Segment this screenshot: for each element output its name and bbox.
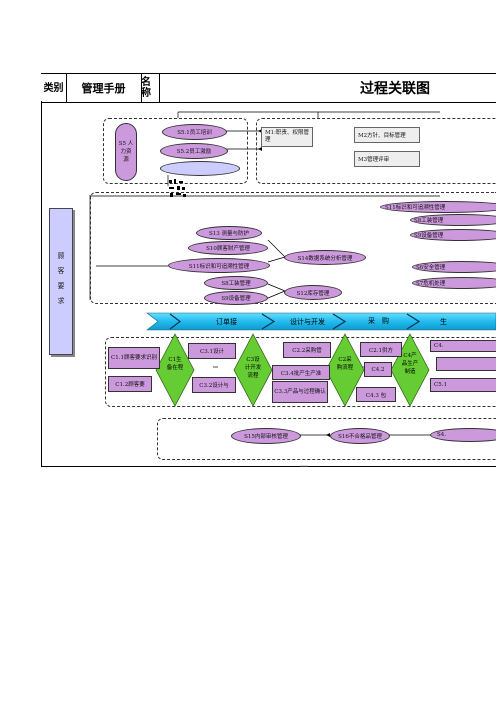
m1-responsibility: M1:职责、权限管理: [261, 127, 313, 147]
stamp-text: 内审员签: [300, 466, 309, 468]
s15-internal-audit: S15内部审核管理: [231, 428, 301, 444]
s13-measurement: S13 测量与防护: [196, 226, 262, 240]
s5-1-training: S5.1员工培训: [162, 124, 227, 140]
c2-2-purchase-management: C2.2采购管: [283, 342, 331, 358]
auditor-stamp: [167, 178, 189, 200]
audit-group: [157, 418, 496, 460]
customer-requirements-box: 顾客要求: [49, 208, 73, 355]
c3-diamond-shape: [233, 333, 273, 407]
c1-diamond-shape: [155, 333, 195, 407]
c3-diamond-label: C3设计开发流程: [244, 357, 262, 379]
s8-tooling-left: S8工装管理: [204, 276, 268, 290]
c2-1-supplier: C2.1供方: [360, 342, 402, 357]
frame-left-border: [41, 101, 42, 467]
s11-traceability-left: S11标识和可追溯性管理: [168, 258, 270, 273]
s12-inventory: S12库存管理: [284, 285, 342, 300]
s14-data-analysis: S14数据系统分析管理: [284, 250, 366, 265]
c3-1-design: C3.1设计: [188, 343, 236, 359]
manual-label: 管理手册: [66, 74, 142, 102]
c4-right-blank: [436, 357, 496, 371]
band-purchase: 采 购: [368, 317, 389, 325]
s9-equipment-left: S9设备管理: [204, 291, 268, 305]
m3-management-review: M3管理评审: [354, 151, 420, 167]
s8-tooling-right: S8工装管理: [410, 214, 496, 226]
s11-traceability-right: S11标识和可追溯性管理: [380, 201, 496, 213]
c3-4-mass-production: C3.4批产生产准: [272, 365, 330, 380]
document-header: 类别 管理手册 名称 过程关联图: [41, 73, 496, 103]
c4-diamond-label: C4产品生产制造: [401, 353, 419, 375]
s5-human-resources: S5 人力资源: [115, 123, 137, 181]
c2-diamond-shape: [325, 333, 365, 407]
s4-cropped: S4.: [430, 428, 496, 442]
page-title: 过程关联图: [360, 81, 430, 97]
frame-bottom-border: [41, 466, 496, 467]
customer-requirements-text: 顾客要求: [57, 251, 65, 312]
s16-nonconforming: S16不合格品管理: [330, 428, 390, 444]
category-label: 类别: [41, 74, 67, 102]
s7-crisis: S7危机处理: [412, 277, 496, 289]
c4-top-right: C4.: [430, 340, 496, 352]
c3-2-design: C3.2设计与: [192, 377, 236, 393]
s6-safety: S6安全管理: [412, 261, 496, 273]
m2-policy-objective: M2方针、目标管理: [354, 127, 420, 143]
c4-3-packaging: C4.3 包: [356, 387, 396, 402]
c3-3-product-validation: C3.3产品与过程确认: [272, 381, 328, 403]
c1-2-customer: C1.2顾客要: [108, 376, 152, 392]
management-group: [256, 118, 496, 184]
core-processes-group: [105, 337, 496, 407]
support-processes-group: [90, 192, 496, 304]
name-label: 名称: [141, 74, 160, 102]
s9-equipment-right: S9设备管理: [410, 229, 496, 241]
c1-diamond-label: C1生备在程: [166, 357, 184, 371]
band-order: 订单接: [216, 318, 237, 326]
s5-3-blank: [160, 161, 240, 176]
c1-1-customer-requirement: C1.1顾客要求识别: [108, 347, 160, 369]
c5-1: C5.1: [430, 378, 496, 392]
band-design: 设计与开发: [290, 318, 325, 326]
s10-customer-property: S10顾客财产管理: [188, 241, 268, 255]
band-production: 生: [440, 318, 447, 326]
c2-diamond-label: C2采购流程: [336, 357, 354, 371]
c4-2: C4.2: [364, 362, 392, 377]
s5-2-incentive: S5.2员工激励: [160, 143, 228, 159]
